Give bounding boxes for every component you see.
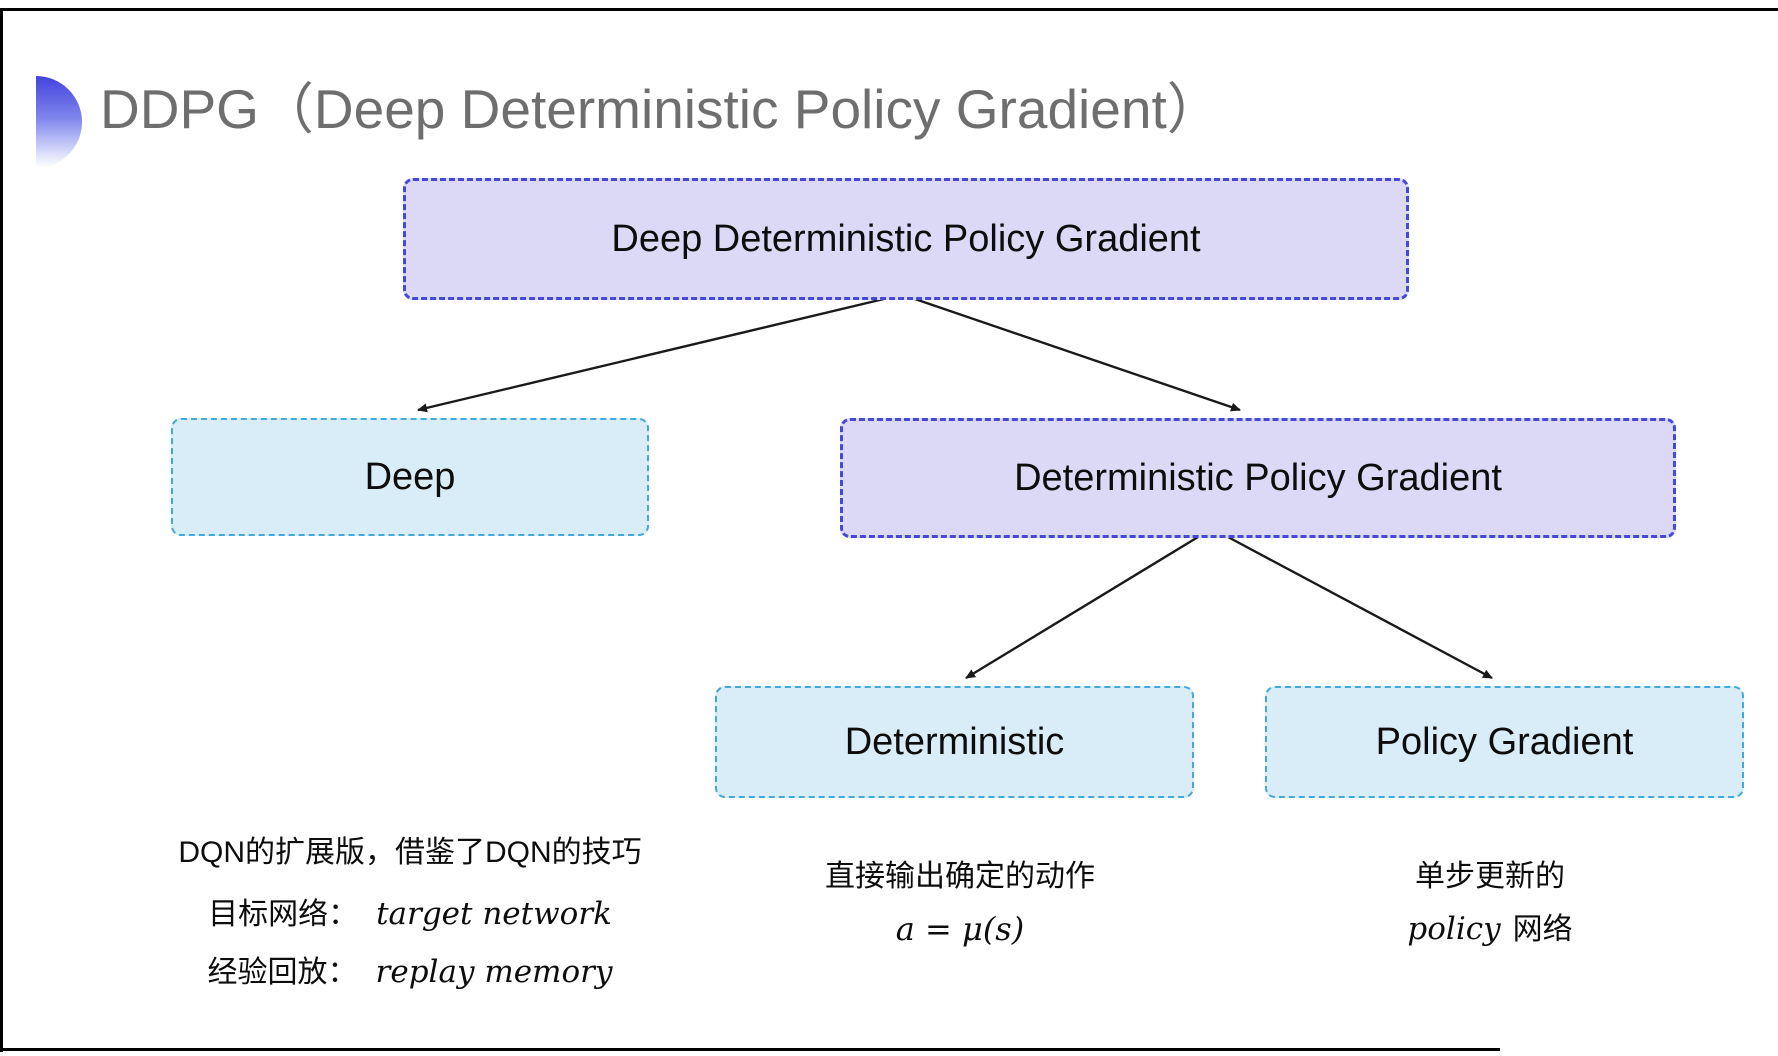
note-policy-gradient-line2-en: policy — [1407, 911, 1501, 947]
note-deep-line3: 经验回放： replay memory — [130, 953, 690, 992]
node-deep: Deep — [171, 418, 649, 536]
note-deep-line3-en: replay memory — [375, 954, 613, 990]
note-deep-line1: DQN的扩展版，借鉴了DQN的技巧 — [178, 836, 642, 869]
note-deep-line2: 目标网络： target network — [130, 895, 690, 934]
frame-bottom-border — [0, 1048, 1500, 1051]
arrow-dpg-to-policy-gradient — [1227, 535, 1493, 680]
note-deep-line2-en: target network — [376, 896, 612, 932]
node-deterministic-policy-gradient: Deterministic Policy Gradient — [840, 418, 1676, 538]
arrow-dpg-to-deterministic — [965, 535, 1199, 680]
node-policy-gradient: Policy Gradient — [1265, 686, 1744, 798]
arrow-root-to-deep — [417, 296, 889, 413]
frame-top-border — [0, 8, 1778, 11]
note-deep-line3-cjk: 经验回放： — [207, 956, 358, 989]
note-policy-gradient-line2: policy 网络 — [1290, 910, 1690, 949]
note-policy-gradient-line2-cjk: 网络 — [1512, 913, 1573, 946]
note-deep-line2-cjk: 目标网络： — [208, 898, 359, 931]
frame-left-border — [0, 8, 3, 1052]
node-deep-deterministic-policy-gradient: Deep Deterministic Policy Gradient — [403, 178, 1409, 300]
note-deterministic-formula: a = μ(s) — [760, 910, 1160, 950]
slide-title: DDPG（Deep Deterministic Policy Gradient） — [100, 78, 1222, 140]
arrow-root-to-dpg — [911, 296, 1241, 412]
note-policy-gradient-line1: 单步更新的 — [1415, 860, 1565, 893]
note-deterministic-line1: 直接输出确定的动作 — [825, 860, 1095, 893]
formula-a-equals-mu-s: a = μ(s) — [895, 910, 1025, 948]
node-deterministic: Deterministic — [715, 686, 1194, 798]
